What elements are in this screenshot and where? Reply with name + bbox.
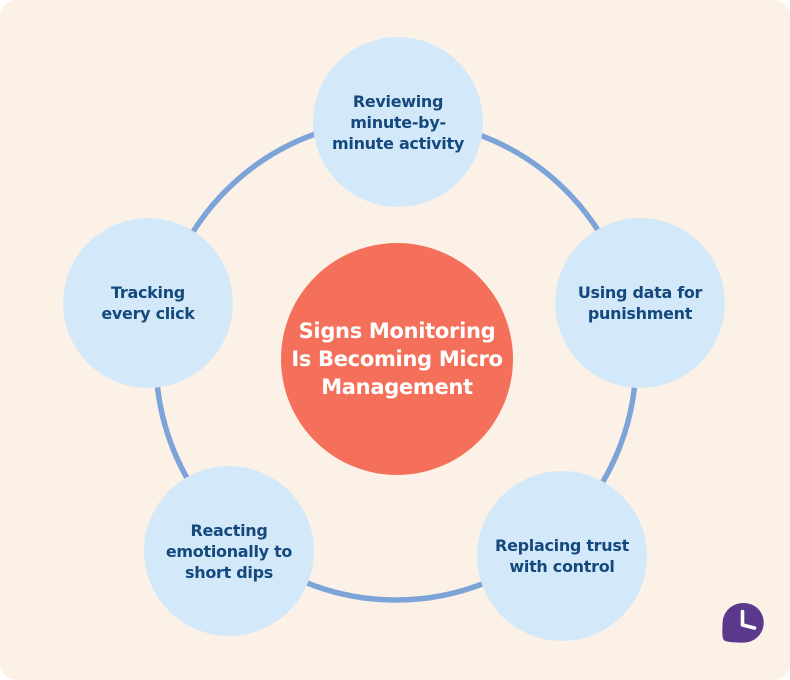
node-label-line: minute activity xyxy=(332,133,464,153)
node-label-line: Replacing trust xyxy=(495,536,629,555)
node-reviewing-activity: Reviewing minute-by- minute activity xyxy=(313,37,483,207)
toggl-clock-logo xyxy=(722,603,764,643)
node-label-line: minute-by- xyxy=(350,112,446,132)
node-label: Using data for punishment xyxy=(577,282,703,324)
center-title-line: Management xyxy=(321,375,473,399)
center-title-line: Signs Monitoring xyxy=(298,319,496,343)
center-title: Signs Monitoring Is Becoming Micro Manag… xyxy=(291,317,503,401)
node-using-data: Using data for punishment xyxy=(555,218,725,388)
node-label-line: short dips xyxy=(185,562,273,582)
node-label-line: with control xyxy=(509,557,615,576)
node-label: Reacting emotionally to short dips xyxy=(165,520,293,583)
node-replacing-trust: Replacing trust with control xyxy=(477,471,647,641)
center-title-line: Is Becoming Micro xyxy=(291,347,503,371)
node-label-line: Reacting xyxy=(190,520,268,540)
node-label-line: punishment xyxy=(587,304,693,323)
node-label-line: Using data for xyxy=(577,283,703,302)
node-reacting-emotionally: Reacting emotionally to short dips xyxy=(144,466,314,636)
node-label-line: Reviewing xyxy=(352,91,444,111)
center-topic-circle: Signs Monitoring Is Becoming Micro Manag… xyxy=(281,243,513,475)
node-label: Tracking every click xyxy=(101,282,195,324)
node-label: Reviewing minute-by- minute activity xyxy=(332,91,464,154)
node-label-line: Tracking xyxy=(111,283,185,302)
node-tracking-clicks: Tracking every click xyxy=(63,218,233,388)
node-label: Replacing trust with control xyxy=(495,535,629,577)
toggl-clock-hands xyxy=(740,609,757,630)
node-label-line: every click xyxy=(101,304,195,323)
node-label-line: emotionally to xyxy=(165,541,293,561)
